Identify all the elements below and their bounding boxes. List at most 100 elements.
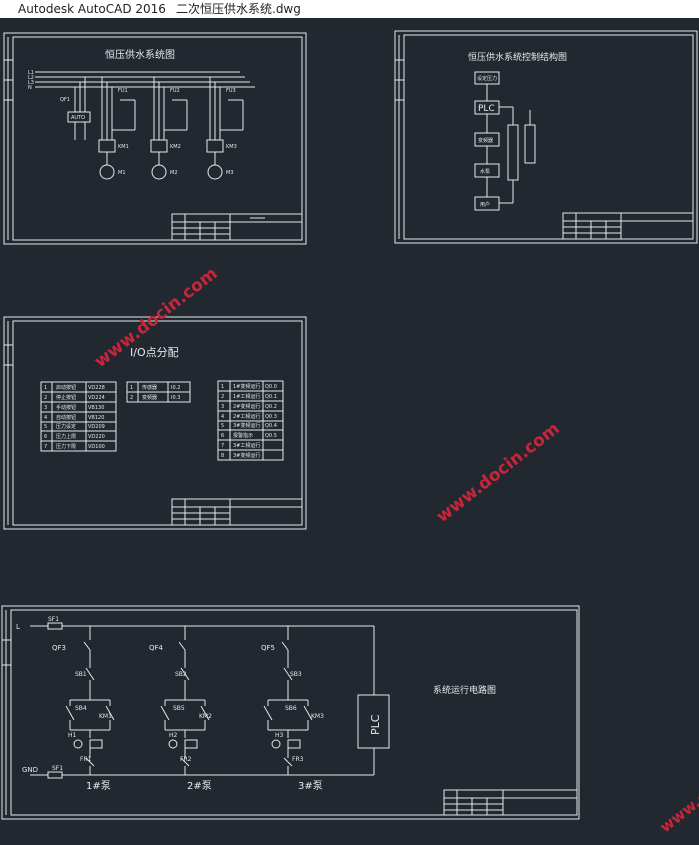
svg-text:SB2: SB2 bbox=[175, 671, 187, 678]
title-bar: Autodesk AutoCAD 2016 二次恒压供水系统.dwg bbox=[0, 0, 699, 18]
svg-text:H1: H1 bbox=[68, 732, 77, 739]
svg-text:变频器: 变频器 bbox=[478, 137, 493, 144]
svg-text:Q0.2: Q0.2 bbox=[265, 404, 277, 410]
svg-text:5: 5 bbox=[44, 424, 47, 430]
svg-text:启动按钮: 启动按钮 bbox=[56, 384, 76, 391]
svg-text:SF1: SF1 bbox=[52, 765, 63, 772]
svg-text:报警指示: 报警指示 bbox=[233, 432, 253, 439]
svg-text:L1: L1 bbox=[28, 70, 34, 76]
svg-text:3#泵: 3#泵 bbox=[298, 780, 323, 792]
svg-text:2#泵: 2#泵 bbox=[187, 780, 212, 792]
run-circuit-title: 系统运行电路图 bbox=[433, 684, 496, 696]
svg-text:1: 1 bbox=[221, 384, 224, 390]
app-title: Autodesk AutoCAD 2016 bbox=[18, 2, 166, 16]
svg-text:H2: H2 bbox=[169, 732, 178, 739]
svg-text:QF3: QF3 bbox=[52, 644, 66, 652]
svg-text:1: 1 bbox=[130, 385, 133, 391]
svg-text:4: 4 bbox=[221, 414, 224, 420]
svg-text:3#变频运行: 3#变频运行 bbox=[233, 422, 260, 429]
svg-text:4: 4 bbox=[44, 415, 47, 421]
svg-text:Q0.4: Q0.4 bbox=[265, 423, 277, 429]
svg-text:FU2: FU2 bbox=[170, 88, 180, 94]
svg-text:Q0.0: Q0.0 bbox=[265, 384, 277, 390]
svg-text:VD220: VD220 bbox=[88, 434, 105, 440]
svg-text:传感器: 传感器 bbox=[142, 384, 157, 391]
svg-text:2#变频运行: 2#变频运行 bbox=[233, 403, 260, 410]
svg-text:压力下限: 压力下限 bbox=[56, 443, 76, 450]
io-assignment-title: I/O点分配 bbox=[130, 346, 179, 359]
svg-text:SB4: SB4 bbox=[75, 705, 87, 712]
svg-text:VD228: VD228 bbox=[88, 385, 105, 391]
drawing-canvas[interactable]: 恒压供水系统图 L1 L2 L3 N QF1 AUTO FU1 FU2 FU3 … bbox=[0, 18, 699, 845]
svg-text:2: 2 bbox=[44, 395, 47, 401]
system-diagram-title: 恒压供水系统图 bbox=[105, 48, 175, 61]
svg-text:VB130: VB130 bbox=[88, 405, 104, 411]
svg-text:QF1: QF1 bbox=[60, 97, 70, 103]
svg-text:QF5: QF5 bbox=[261, 644, 275, 652]
sheet-run-circuit[interactable] bbox=[1, 605, 580, 820]
watermark-lower: www.doc163.com bbox=[656, 731, 699, 836]
sheet-control-text: 恒压供水系统控制结构图 设定压力 PLC 变频器 水泵 用户 bbox=[468, 51, 567, 208]
svg-text:KM2: KM2 bbox=[199, 713, 212, 720]
svg-text:1#泵: 1#泵 bbox=[86, 780, 111, 792]
sheet-io-assignment[interactable] bbox=[3, 316, 307, 530]
svg-text:KM2: KM2 bbox=[170, 144, 181, 150]
svg-text:水泵: 水泵 bbox=[480, 168, 490, 175]
svg-text:6: 6 bbox=[44, 434, 47, 440]
svg-text:I0.3: I0.3 bbox=[171, 395, 180, 401]
svg-text:M2: M2 bbox=[170, 170, 178, 176]
svg-text:N: N bbox=[28, 85, 32, 91]
svg-text:6: 6 bbox=[221, 433, 224, 439]
svg-text:SB3: SB3 bbox=[290, 671, 302, 678]
svg-text:SB1: SB1 bbox=[75, 671, 87, 678]
svg-text:SB6: SB6 bbox=[285, 705, 297, 712]
sheet-system-diagram[interactable] bbox=[3, 32, 307, 245]
svg-text:SB5: SB5 bbox=[173, 705, 185, 712]
svg-text:FU3: FU3 bbox=[226, 88, 236, 94]
svg-text:Q0.1: Q0.1 bbox=[265, 394, 277, 400]
svg-text:VD209: VD209 bbox=[88, 424, 105, 430]
svg-text:2: 2 bbox=[221, 394, 224, 400]
run-circuit-branches bbox=[65, 626, 313, 775]
svg-text:1: 1 bbox=[44, 385, 47, 391]
svg-text:KM3: KM3 bbox=[226, 144, 237, 150]
svg-text:用户: 用户 bbox=[480, 201, 490, 208]
svg-text:变频器: 变频器 bbox=[142, 394, 157, 401]
document-title: 二次恒压供水系统.dwg bbox=[176, 2, 301, 16]
svg-text:FR2: FR2 bbox=[180, 756, 192, 763]
svg-text:1#工频运行: 1#工频运行 bbox=[233, 393, 260, 400]
svg-text:FR1: FR1 bbox=[80, 756, 92, 763]
svg-text:PLC: PLC bbox=[369, 714, 382, 735]
svg-text:VD224: VD224 bbox=[88, 395, 105, 401]
svg-text:8: 8 bbox=[221, 453, 224, 459]
svg-text:2: 2 bbox=[130, 395, 133, 401]
svg-text:I0.2: I0.2 bbox=[171, 385, 180, 391]
watermark: www.docin.com www.docin.com www.doc163.c… bbox=[91, 264, 699, 836]
svg-text:FR3: FR3 bbox=[292, 756, 304, 763]
svg-text:5: 5 bbox=[221, 423, 224, 429]
svg-text:3#工频运行: 3#工频运行 bbox=[233, 442, 260, 449]
svg-text:L3: L3 bbox=[28, 80, 34, 86]
svg-text:7: 7 bbox=[44, 444, 47, 450]
svg-text:3: 3 bbox=[221, 404, 224, 410]
svg-text:1#变频运行: 1#变频运行 bbox=[233, 383, 260, 390]
svg-text:3: 3 bbox=[44, 405, 47, 411]
control-structure-title: 恒压供水系统控制结构图 bbox=[468, 51, 567, 63]
svg-text:PLC: PLC bbox=[478, 104, 495, 114]
svg-text:SF1: SF1 bbox=[48, 616, 59, 623]
svg-text:FU1: FU1 bbox=[118, 88, 128, 94]
svg-text:M1: M1 bbox=[118, 170, 126, 176]
sheet-control-structure[interactable] bbox=[394, 30, 698, 244]
sheet-system-branches bbox=[98, 77, 244, 180]
svg-text:Q0.3: Q0.3 bbox=[265, 414, 277, 420]
watermark-middle: www.docin.com bbox=[433, 419, 564, 527]
sheet-system-text: 恒压供水系统图 L1 L2 L3 N QF1 AUTO FU1 FU2 FU3 … bbox=[28, 48, 237, 176]
svg-text:QF4: QF4 bbox=[149, 644, 164, 652]
svg-text:压力上限: 压力上限 bbox=[56, 433, 76, 440]
svg-text:2#工频运行: 2#工频运行 bbox=[233, 413, 260, 420]
svg-text:VD100: VD100 bbox=[88, 444, 105, 450]
svg-text:M3: M3 bbox=[226, 170, 234, 176]
svg-text:KM3: KM3 bbox=[311, 713, 324, 720]
svg-text:KM1: KM1 bbox=[118, 144, 129, 150]
